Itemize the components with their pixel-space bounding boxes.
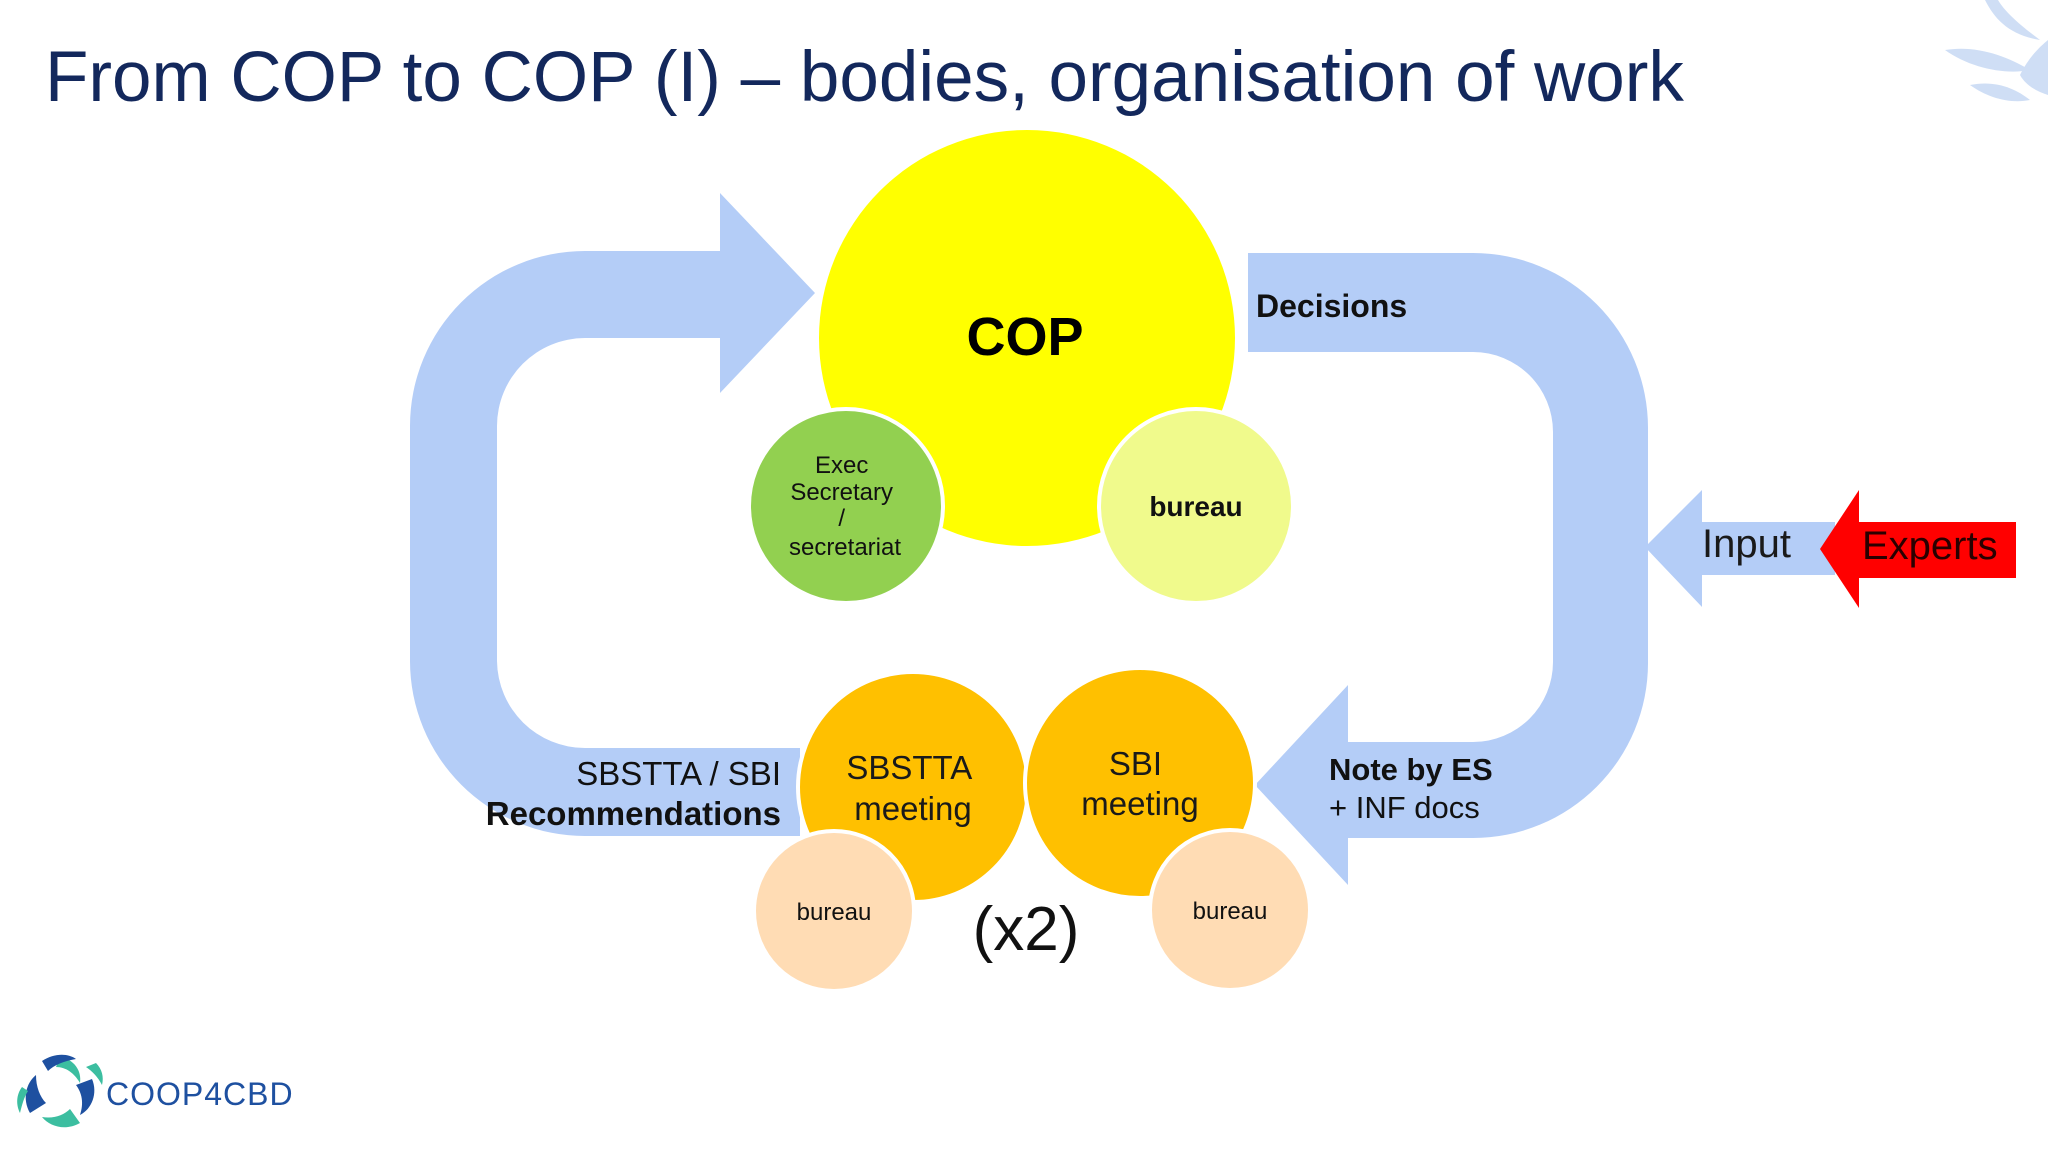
input-label: Input [1702, 522, 1791, 566]
coop4cbd-logo: COOP4CBD [17, 1054, 294, 1128]
recommendations-to-cop-arrow [410, 193, 815, 836]
input-arrow [1645, 490, 1835, 607]
sbstta-meeting-line-1: SBSTTA [846, 749, 972, 786]
sbi-meeting-label: SBI meeting [1081, 745, 1198, 822]
sbi-bureau-label: bureau [1193, 898, 1268, 925]
sbstta-bureau-circle [752, 829, 916, 993]
sbstta-bureau-label: bureau [797, 899, 872, 926]
exec-secretary-label: Exec Secretary / secretariat [789, 452, 901, 561]
exec-secretary-line-4: secretariat [789, 534, 901, 561]
sbstta-meeting-line-2: meeting [854, 790, 971, 827]
experts-label: Experts [1862, 524, 1998, 568]
exec-secretary-line-1: Exec [815, 452, 868, 479]
coop4cbd-swirl-icon [17, 1054, 103, 1128]
experts-arrow [1820, 490, 2016, 608]
meeting-multiplier-label: (x2) [973, 895, 1080, 964]
exec-secretary-circle [747, 407, 945, 605]
exec-secretary-line-2: Secretary [790, 479, 893, 506]
flow-arrows [410, 193, 1835, 885]
cop-bureau-label: bureau [1149, 491, 1242, 522]
sbi-meeting-line-2: meeting [1081, 785, 1198, 822]
corner-leaf-decoration-icon [1945, 0, 2048, 102]
recommendations-label: Recommendations [486, 795, 781, 832]
sbstta-meeting-label: SBSTTA meeting [846, 749, 979, 827]
cop-label: COP [966, 307, 1083, 367]
decisions-label: Decisions [1256, 288, 1407, 324]
note-by-es-label: Note by ES [1329, 752, 1493, 787]
decisions-to-meetings-arrow [1248, 253, 1648, 885]
page-title: From COP to COP (I) – bodies, organisati… [45, 38, 1684, 117]
sbi-meeting-line-1: SBI [1109, 745, 1162, 782]
cop-bureau-circle [1097, 407, 1295, 605]
inf-docs-label: + INF docs [1329, 790, 1480, 825]
recommendations-source-label: SBSTTA / SBI [576, 755, 781, 792]
exec-secretary-line-3: / [838, 505, 845, 532]
sbi-bureau-circle [1148, 828, 1312, 992]
coop4cbd-logo-text: COOP4CBD [106, 1076, 294, 1112]
